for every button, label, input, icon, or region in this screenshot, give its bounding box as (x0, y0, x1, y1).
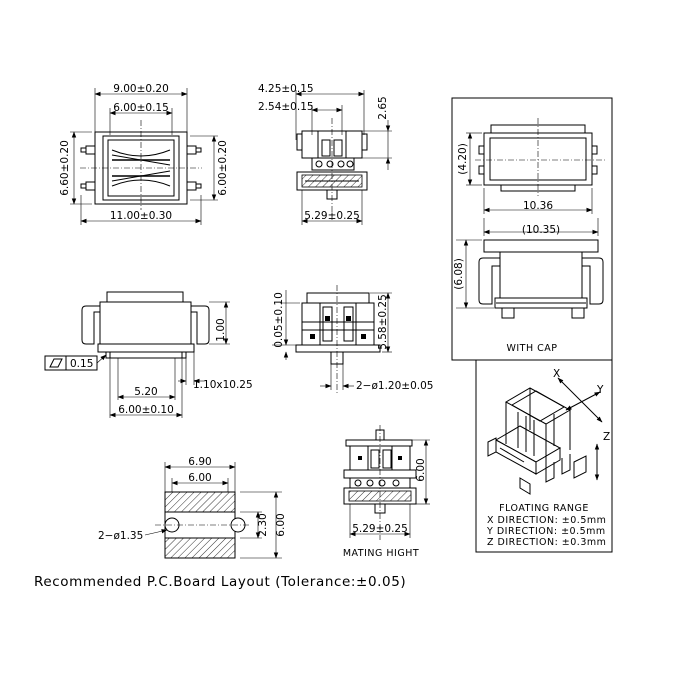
y-direction: Y DIRECTION: ±0.5mm (486, 526, 606, 537)
dim-mate-600: 6.00 (415, 458, 427, 481)
z-direction: Z DIRECTION: ±0.3mm (487, 537, 606, 548)
dim-front-520: 5.20 (134, 386, 157, 398)
dim-side-265: 2.65 (377, 96, 389, 119)
dim-side2-pin: 2−ø1.20±0.05 (356, 380, 433, 392)
dim-pcb-230: 2.30 (257, 513, 269, 536)
dim-front-600: 6.00±0.10 (118, 404, 174, 416)
x-direction: X DIRECTION: ±0.5mm (487, 515, 606, 526)
mating-height-view: 6.00 5.29±0.25 MATING HIGHT (343, 425, 430, 559)
side-view-2: 0.05±0.10 5.58±0.25 2−ø1.20±0.05 (272, 285, 433, 395)
axis-z-label: Z (603, 431, 610, 443)
dim-pcb-600: 6.00 (188, 472, 211, 484)
axis-x-label: X (553, 368, 560, 380)
axis-y-label: Y (596, 384, 604, 396)
dim-top-height-660: 6.60±0.20 (59, 140, 71, 196)
dim-side-529: 5.29±0.25 (304, 210, 360, 222)
dim-front-110: 1.10x10.25 (193, 379, 253, 391)
dim-pcb-600v: 6.00 (275, 513, 287, 536)
dim-top-overall-1100: 11.00±0.30 (110, 210, 172, 222)
dim-front-100: 1.00 (215, 318, 227, 341)
dim-side-425: 4.25±0.15 (258, 83, 314, 95)
with-cap-box: (4.20) 10.36 (10.35) (6.08) WITH CAP (451, 97, 613, 361)
dim-cap-420: (4.20) (457, 143, 469, 175)
dim-side-254: 2.54±0.15 (258, 101, 314, 113)
dim-cap-1035: (10.35) (522, 224, 560, 236)
side-view: 4.25±0.15 2.54±0.15 2.65 (258, 83, 392, 225)
dim-side2-558: 5.58±0.25 (377, 294, 389, 350)
recommended-layout-caption: Recommended P.C.Board Layout (Tolerance:… (34, 574, 406, 590)
dim-cap-1036: 10.36 (523, 200, 553, 212)
dim-pcb-hole: 2−ø1.35 (98, 530, 143, 542)
dim-mate-529: 5.29±0.25 (352, 523, 408, 535)
mating-hight-label: MATING HIGHT (343, 548, 419, 559)
top-view: 9.00±0.20 6.00±0.15 6.60±0.20 (59, 83, 229, 225)
pcb-layout: 6.90 6.00 2−ø1.35 2.30 6.00 (98, 456, 287, 559)
with-cap-label: WITH CAP (506, 343, 557, 354)
floating-range-box: X Y Z FLOATING RANGE X DIRECTION: ±0.5mm… (475, 359, 613, 553)
dim-side2-005: 0.05±0.10 (273, 292, 285, 348)
floating-range-title: FLOATING RANGE (499, 503, 589, 514)
dim-pcb-690: 6.90 (188, 456, 211, 468)
dim-cap-608: (6.08) (453, 258, 465, 290)
front-view: 1.00 0.15 5.20 1.10x10.25 6.00±0.10 (44, 291, 253, 418)
dim-front-flat: 0.15 (70, 358, 93, 370)
dim-top-width-600: 6.00±0.15 (113, 102, 169, 114)
dim-top-width-900: 9.00±0.20 (113, 83, 169, 95)
dim-top-height-600: 6.00±0.20 (217, 140, 229, 196)
